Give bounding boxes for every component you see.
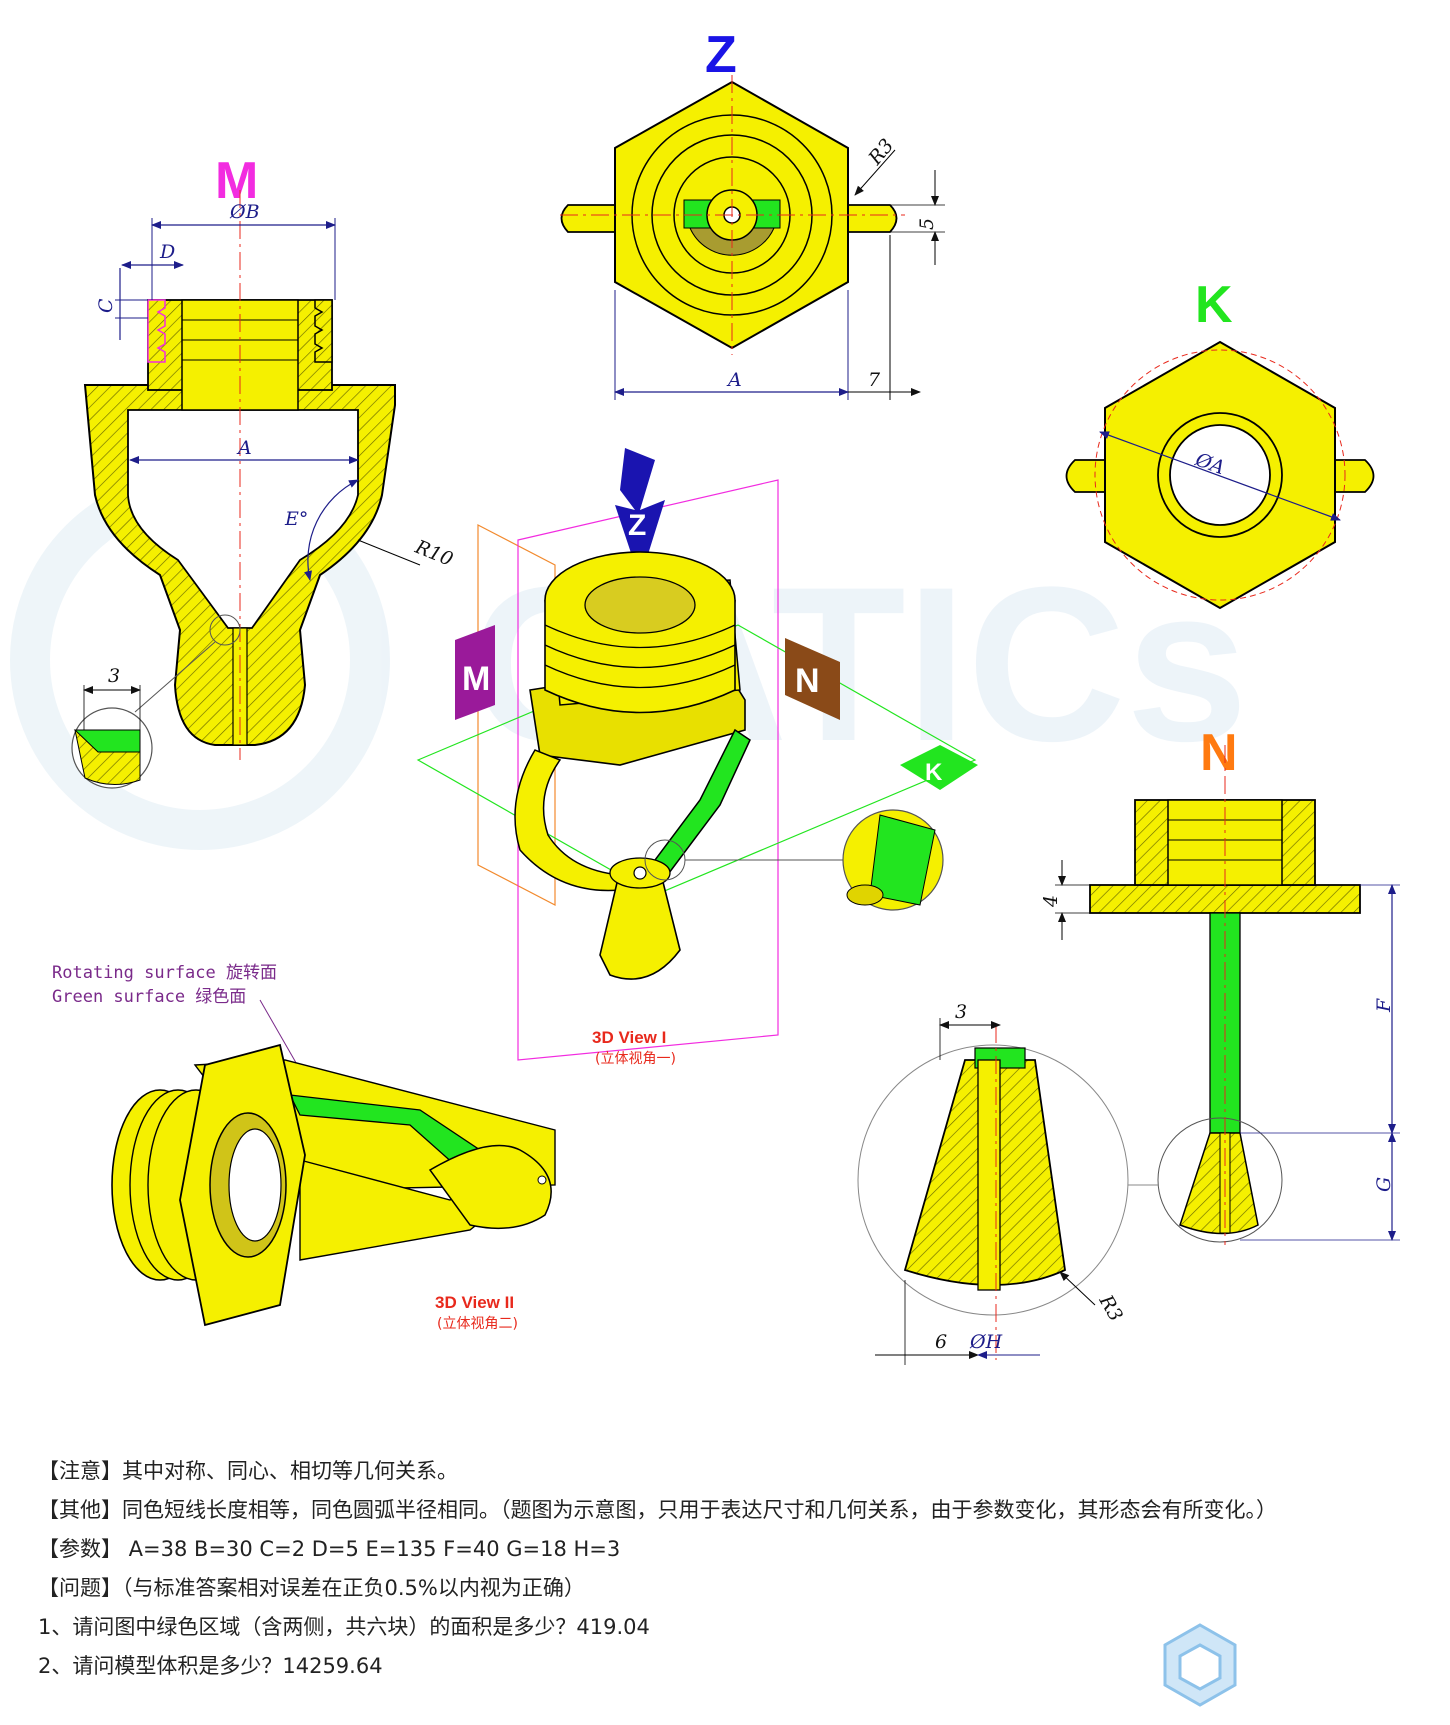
dim-A-section: A: [236, 437, 252, 459]
iso-view2-cn: (立体视角二): [437, 1316, 518, 1332]
view-z-top: Z A 7 5 R3: [560, 26, 945, 400]
dim-G: G: [1373, 1177, 1395, 1192]
note-q2: 2、请问模型体积是多少？14259.64: [38, 1654, 383, 1678]
dim-three-m: 3: [108, 665, 120, 687]
callout-line2: Green surface 绿色面: [52, 987, 246, 1007]
dim-phiH: ØH: [969, 1331, 1003, 1353]
iso-view-1: M N K Z 3D View I (立体视角一): [416, 448, 978, 1067]
iso-n-label: N: [795, 662, 820, 700]
dim-A-top: A: [726, 369, 742, 391]
callout-line1: Rotating surface 旋转面: [52, 963, 277, 983]
dim-phiB: ØB: [229, 201, 260, 223]
iso-view1-label: 3D View I: [592, 1028, 666, 1047]
note-params: 【参数】 A=38 B=30 C=2 D=5 E=135 F=40 G=18 H…: [38, 1537, 621, 1561]
dim-seven: 7: [868, 369, 881, 391]
view-n-label: N: [1200, 724, 1238, 782]
dim-R10: R10: [411, 536, 456, 571]
note-other: 【其他】同色短线长度相等，同色圆弧半径相同。（题图为示意图，只用于表达尺寸和几何…: [38, 1498, 1277, 1522]
drawing-sheet: CATICs M ØB D C A E°: [10, 26, 1400, 1365]
iso-z-label: Z: [628, 509, 646, 542]
view-m-section: M ØB D C A E° R10: [71, 152, 456, 789]
note-q1: 1、请问图中绿色区域（含两侧，共六块）的面积是多少？419.04: [38, 1615, 650, 1639]
iso-m-label: M: [462, 660, 490, 698]
dim-six: 6: [935, 1331, 947, 1353]
cube-logo-icon: [1163, 1623, 1237, 1707]
note-attention: 【注意】其中对称、同心、相切等几何关系。: [38, 1459, 458, 1483]
dim-D: D: [159, 241, 175, 263]
view-m-label: M: [215, 152, 258, 210]
view-k: K ØA: [1065, 276, 1375, 610]
n-detail-tip: 3 6 ØH R3: [857, 1001, 1158, 1365]
iso-k-label: K: [925, 759, 943, 786]
note-question: 【问题】（与标准答案相对误差在正负0.5%以内视为正确）: [38, 1576, 585, 1600]
iso-view-2: Rotating surface 旋转面 Green surface 绿色面 3…: [52, 963, 556, 1332]
dim-R3-top: R3: [864, 135, 898, 170]
n-detail-circle: [857, 1044, 1129, 1316]
dim-four: 4: [1040, 895, 1062, 908]
dim-five: 5: [916, 218, 938, 230]
dim-F: F: [1373, 998, 1395, 1013]
view-n: N 4 F G: [1040, 724, 1400, 1245]
dim-E: E°: [284, 508, 308, 530]
dim-three-n: 3: [955, 1001, 967, 1023]
iso-view1-cn: (立体视角一): [595, 1051, 676, 1067]
view-k-label: K: [1195, 276, 1233, 334]
dim-R3-tip: R3: [1094, 1290, 1127, 1325]
dim-C: C: [95, 298, 117, 313]
view-z-label: Z: [705, 26, 737, 84]
iso-view2-label: 3D View II: [435, 1293, 514, 1312]
